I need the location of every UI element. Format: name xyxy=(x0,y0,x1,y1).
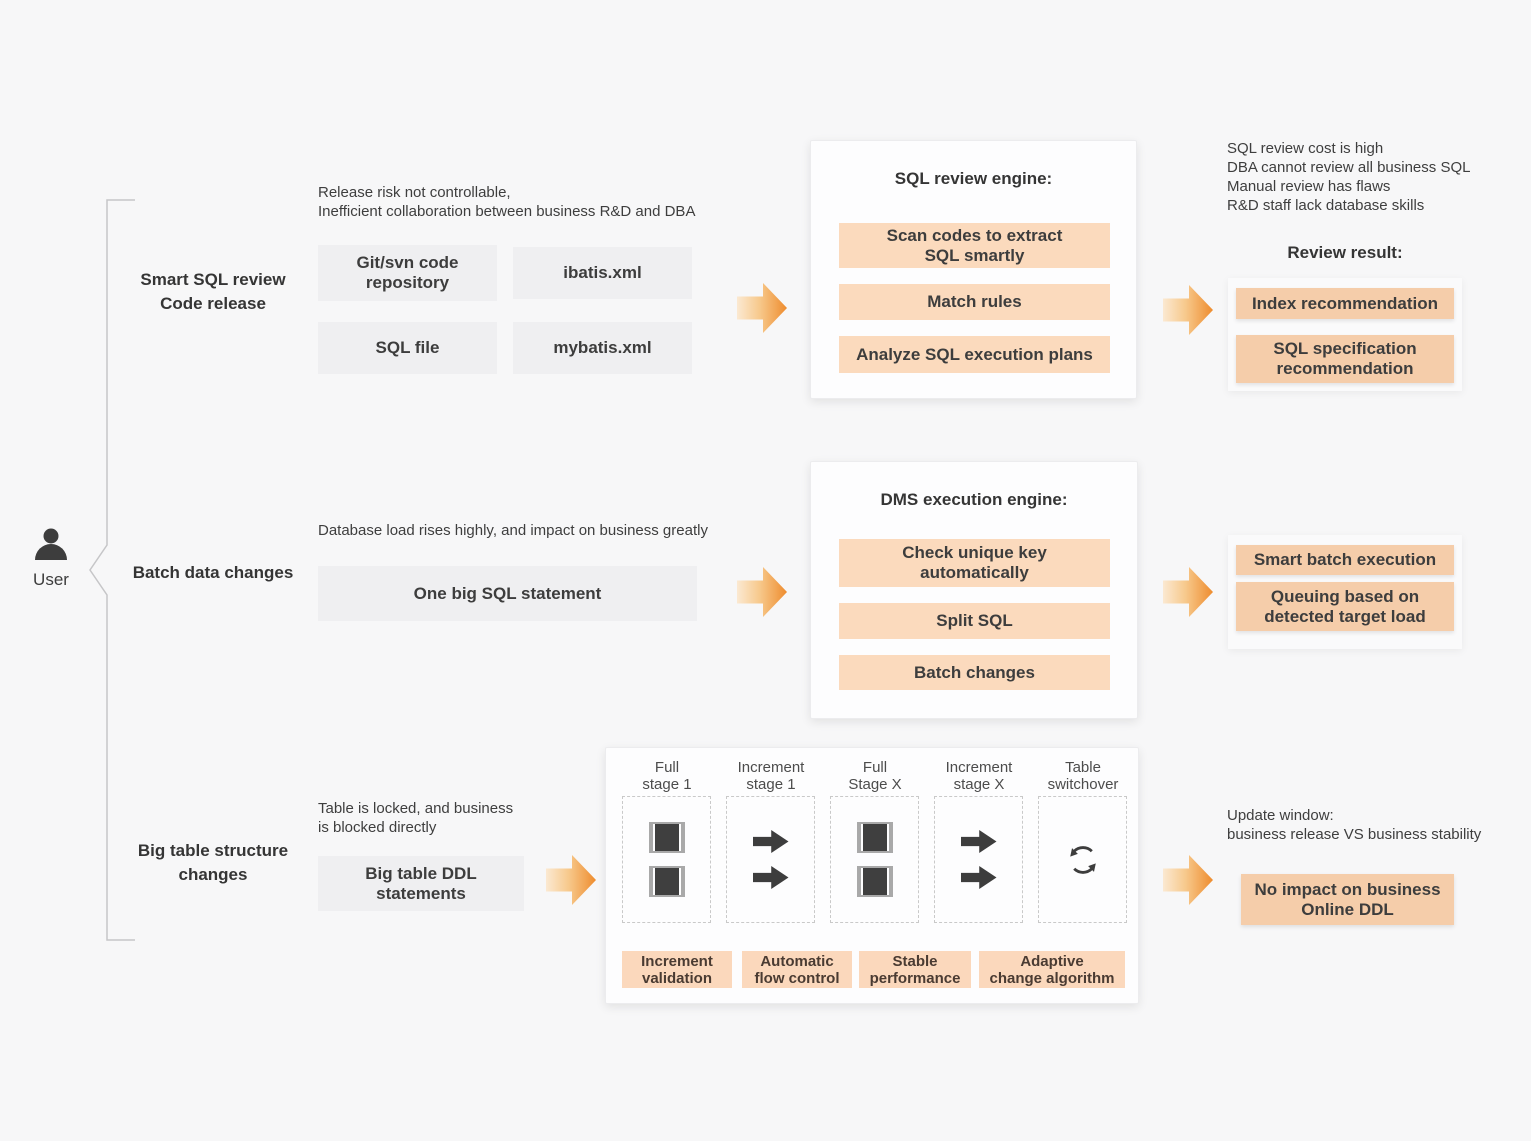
sql-review-engine-card: SQL review engine: Scan codes to extract… xyxy=(810,140,1137,399)
flow-arrow-icon xyxy=(1163,855,1213,905)
stage-title-increment-1: Increment stage 1 xyxy=(737,759,805,793)
feature-box-adaptive-change-algorithm: Adaptive change algorithm xyxy=(979,951,1125,988)
stage-cell-increment-1 xyxy=(726,796,815,923)
table-icon xyxy=(648,822,685,853)
stage-cell-increment-x xyxy=(934,796,1023,923)
stage-cell-full-1 xyxy=(622,796,711,923)
result-box-smart-batch-execution: Smart batch execution xyxy=(1236,545,1454,575)
arrow-right-icon xyxy=(960,866,997,889)
row-label-big-table: Big table structure changes xyxy=(137,841,289,884)
stage-cell-full-x xyxy=(830,796,919,923)
engine-step-scan-codes: Scan codes to extract SQL smartly xyxy=(839,223,1110,268)
batch-data-problem-text: Database load rises highly, and impact o… xyxy=(318,522,708,539)
input-box-big-table-ddl: Big table DDL statements xyxy=(318,856,524,911)
input-box-git-repository: Git/svn code repository xyxy=(318,245,497,301)
user-icon xyxy=(35,528,67,560)
result-box-queuing: Queuing based on detected target load xyxy=(1236,582,1454,631)
result-box-index-recommendation: Index recommendation xyxy=(1236,288,1454,319)
feature-box-increment-validation: Increment validation xyxy=(622,951,732,988)
result-box-sql-specification: SQL specification recommendation xyxy=(1236,335,1454,383)
feature-box-automatic-flow-control: Automatic flow control xyxy=(742,951,852,988)
sql-review-engine-title: SQL review engine: xyxy=(894,169,1053,188)
stage-title-full-x: Full Stage X xyxy=(848,759,902,793)
input-box-ibatis: ibatis.xml xyxy=(513,247,692,299)
big-table-problem-text: Table is locked, and business is blocked… xyxy=(318,800,514,836)
arrow-right-icon xyxy=(752,830,789,853)
result-box-no-impact-online-ddl: No impact on business Online DDL xyxy=(1241,874,1454,925)
stage-title-table-switchover: Table switchover xyxy=(1047,759,1119,793)
flow-arrow-icon xyxy=(1163,567,1213,617)
engine-step-split-sql: Split SQL xyxy=(839,603,1110,639)
arrow-right-icon xyxy=(752,866,789,889)
dms-execution-engine-card: DMS execution engine: Check unique key a… xyxy=(810,461,1138,719)
table-icon xyxy=(856,866,893,897)
sync-icon xyxy=(1069,845,1096,874)
row-label-batch-data: Batch data changes xyxy=(132,563,294,582)
engine-step-analyze-plans: Analyze SQL execution plans xyxy=(839,336,1110,373)
dms-engine-title: DMS execution engine: xyxy=(880,490,1068,509)
row-label-sql-review: Smart SQL review Code release xyxy=(140,270,286,313)
engine-step-check-unique-key: Check unique key automatically xyxy=(839,539,1110,587)
sql-review-pains-text: SQL review cost is high DBA cannot revie… xyxy=(1227,140,1471,214)
engine-step-match-rules: Match rules xyxy=(839,284,1110,320)
review-result-panel: Index recommendation SQL specification r… xyxy=(1228,278,1462,391)
batch-result-panel: Smart batch execution Queuing based on d… xyxy=(1228,535,1462,649)
flow-arrow-icon xyxy=(546,855,596,905)
feature-box-stable-performance: Stable performance xyxy=(859,951,971,988)
review-result-title: Review result: xyxy=(1287,243,1403,262)
flow-arrow-icon xyxy=(737,283,787,333)
sql-review-problem-text: Release risk not controllable, Inefficie… xyxy=(318,184,696,220)
user-label: User xyxy=(33,570,69,589)
stage-title-full-1: Full stage 1 xyxy=(642,759,692,793)
engine-step-batch-changes: Batch changes xyxy=(839,655,1110,690)
input-box-one-big-sql: One big SQL statement xyxy=(318,566,697,621)
stage-title-increment-x: Increment stage X xyxy=(945,759,1013,793)
flow-arrow-icon xyxy=(737,567,787,617)
update-window-text: Update window: business release VS busin… xyxy=(1227,807,1482,843)
ddl-pipeline-card: Full stage 1 Increment stage 1 Full Stag… xyxy=(605,747,1139,1004)
input-box-mybatis: mybatis.xml xyxy=(513,322,692,374)
table-icon xyxy=(856,822,893,853)
table-icon xyxy=(648,866,685,897)
input-box-sql-file: SQL file xyxy=(318,322,497,374)
row-bracket xyxy=(89,199,135,941)
stage-cell-table-switchover xyxy=(1038,796,1127,923)
arrow-right-icon xyxy=(960,830,997,853)
flow-arrow-icon xyxy=(1163,285,1213,335)
